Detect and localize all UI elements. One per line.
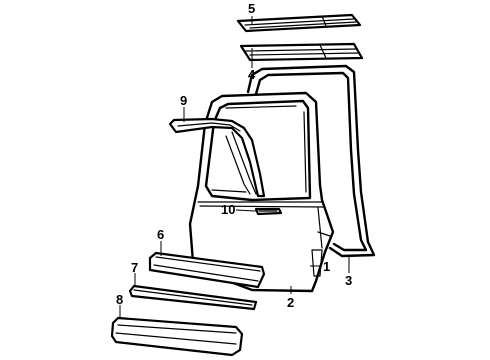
part-2-rear-door-shell [188,91,335,293]
callouts: 5 4 9 10 1 2 3 6 7 8 [116,1,352,310]
part-1-door-outer-panel [311,249,323,277]
callout-8: 8 [116,292,123,307]
callout-4: 4 [248,67,256,82]
part-9-window-frame-molding [168,117,266,198]
part-4-roof-weatherstrip [239,42,364,62]
part-6-upper-side-molding [148,251,266,289]
callout-5: 5 [248,1,255,16]
callout-10: 10 [221,202,235,217]
callout-3: 3 [345,273,352,288]
callout-9: 9 [180,93,187,108]
leader-lines [119,16,350,319]
part-7-middle-side-molding [128,284,258,311]
part-5-roof-rail-molding [236,13,362,33]
part-3-body-weatherstrip [246,64,376,258]
callout-2: 2 [287,295,294,310]
callout-6: 6 [157,227,164,242]
callout-1: 1 [323,259,330,274]
part-8-lower-rocker-molding [110,316,244,357]
part-10-door-handle [254,207,283,216]
callout-7: 7 [131,260,138,275]
